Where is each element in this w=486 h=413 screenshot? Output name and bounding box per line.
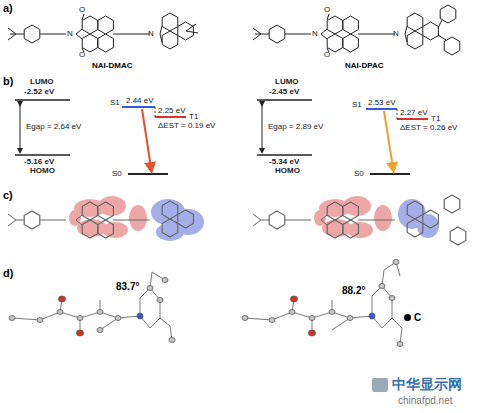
- atom-label: N: [67, 30, 73, 38]
- state-name: T1: [431, 115, 440, 123]
- legend-text: C: [414, 312, 421, 323]
- atom-label: O: [324, 6, 330, 14]
- panel-letter: c): [3, 190, 13, 201]
- gap-label: Egap = 2.64 eV: [26, 123, 81, 131]
- state-name: S1: [352, 101, 362, 109]
- panel-letter: b): [3, 76, 13, 87]
- level-name: LUMO: [275, 78, 299, 86]
- panel-letter: a): [3, 3, 13, 14]
- gap-label: ΔEST = 0.26 eV: [400, 124, 457, 132]
- gap-label: ΔEST = 0.19 eV: [158, 122, 215, 130]
- angle-value: 83.7°: [116, 282, 139, 292]
- energy-value: -2.45 eV: [269, 88, 299, 96]
- state-name: T1: [189, 113, 198, 121]
- level-name: HOMO: [30, 167, 55, 175]
- panel-letter: d): [3, 268, 13, 279]
- energy-value: -5.34 eV: [269, 158, 299, 166]
- atom-label: O: [79, 6, 85, 14]
- energy-value: 2.44 eV: [126, 97, 154, 105]
- watermark: 中华显示网: [392, 377, 462, 391]
- legend-swatch: [404, 314, 411, 321]
- watermark: chinafpd.net: [398, 396, 453, 406]
- state-name: S0: [112, 170, 122, 178]
- gap-label: Egap = 2.89 eV: [268, 123, 323, 131]
- atom-label: N: [312, 30, 318, 38]
- compound-name: NAI-DMAC: [92, 62, 132, 70]
- level-name: LUMO: [30, 78, 54, 86]
- energy-value: 2.27 eV: [400, 109, 428, 117]
- energy-value: -5.16 eV: [24, 158, 54, 166]
- energy-value: -2.52 eV: [24, 88, 54, 96]
- angle-value: 88.2°: [342, 286, 365, 296]
- level-name: HOMO: [275, 167, 300, 175]
- energy-value: 2.25 eV: [158, 107, 186, 115]
- energy-value: 2.53 eV: [368, 99, 396, 107]
- legend-row: C: [404, 312, 421, 323]
- atom-label: O: [79, 51, 85, 59]
- atom-label: O: [324, 51, 330, 59]
- compound-name: NAI-DPAC: [345, 62, 384, 70]
- state-name: S1: [110, 99, 120, 107]
- atom-label: N: [393, 30, 399, 38]
- state-name: S0: [354, 170, 364, 178]
- atom-label: N: [148, 30, 154, 38]
